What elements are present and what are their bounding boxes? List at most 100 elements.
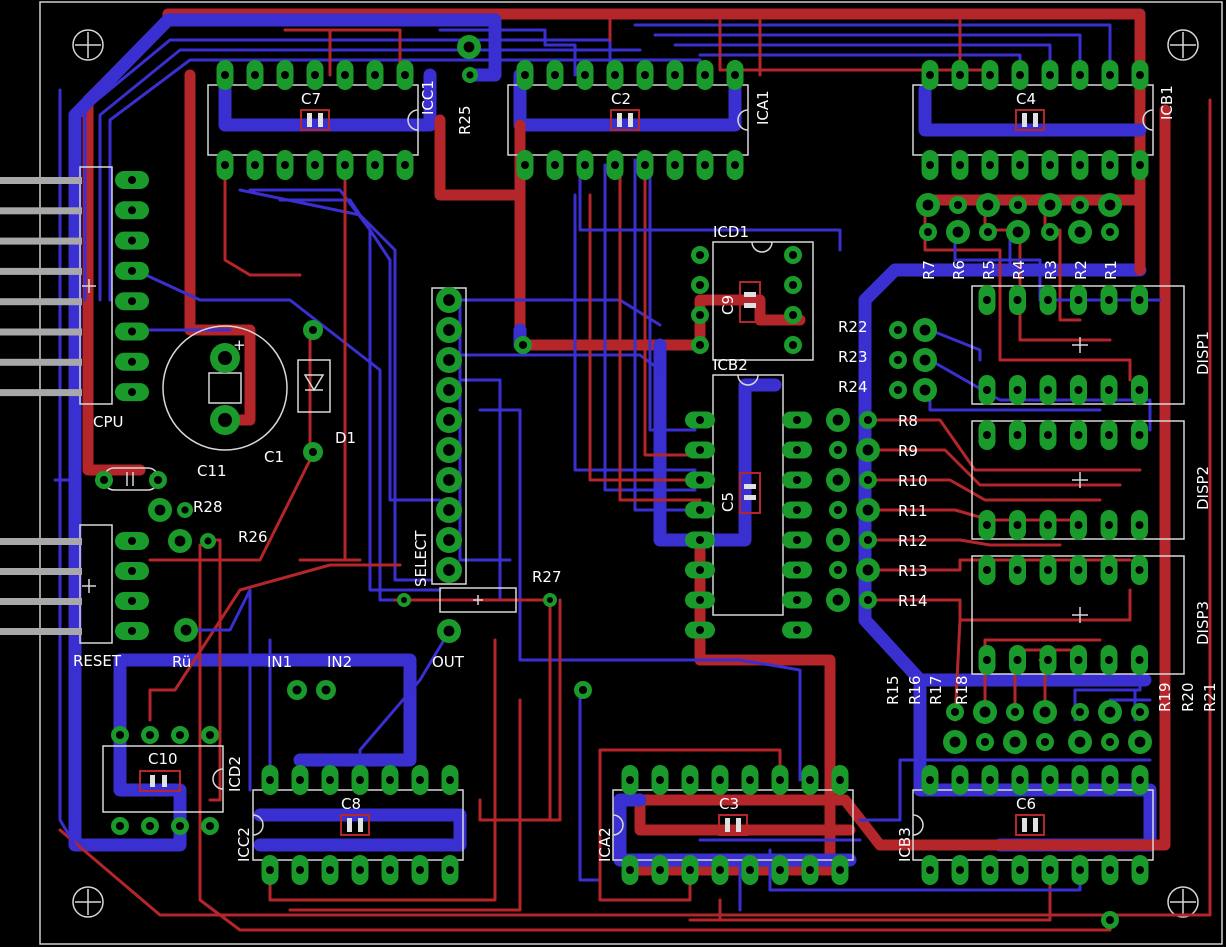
display-pin: [1070, 510, 1087, 540]
icb3-label: ICB3: [896, 827, 914, 862]
select-pin: [436, 407, 462, 433]
c9-label: C9: [719, 295, 737, 315]
display-pin: [1131, 645, 1148, 675]
ic-pin: [516, 150, 534, 180]
out-label: OUT: [432, 653, 465, 671]
display-pin: [1009, 285, 1026, 315]
ic-pin: [696, 60, 714, 90]
r9-label: R9: [898, 442, 918, 460]
ic-pin: [782, 411, 812, 429]
resistor-pad-r1: [1098, 193, 1122, 217]
cpu-pin: [115, 352, 149, 371]
capacitor-small: [95, 467, 167, 491]
ic-pin: [782, 441, 812, 459]
r15-label: R15: [884, 675, 902, 705]
ic-pin: [441, 855, 459, 885]
ru-pad: [174, 618, 198, 642]
c2-label: C2: [611, 90, 631, 108]
display-pin: [1039, 645, 1057, 675]
ic-pin: [666, 150, 684, 180]
display-pin: [1009, 420, 1026, 450]
ic-pin: [546, 60, 564, 90]
resistor-pad-r16: [1003, 730, 1027, 754]
display-pin: [1100, 285, 1118, 315]
ic-pin: [784, 276, 802, 294]
icd1-label: ICD1: [713, 223, 749, 241]
ic-pin: [685, 561, 715, 579]
resistor-pad-r26: [168, 529, 192, 553]
ic-pin: [1011, 855, 1029, 885]
ic-pin: [171, 817, 189, 835]
display-pin: [1009, 510, 1026, 540]
ic-icb3: ICB3 C6: [896, 765, 1154, 885]
ic-pin: [784, 246, 802, 264]
display-pin: [1100, 645, 1118, 675]
r20-label: R20: [1179, 682, 1197, 712]
resistor-pad-r2: [1068, 220, 1092, 244]
r18-label: R18: [953, 675, 971, 705]
cpu-pin: [115, 322, 149, 341]
ic-pin: [1101, 150, 1119, 180]
resistor-pad-r2: [1071, 196, 1089, 214]
ic-pin: [921, 150, 939, 180]
ic-pin: [784, 336, 802, 354]
display-pin: [1039, 375, 1057, 405]
ic-pin: [216, 150, 234, 180]
select-pin: [436, 527, 462, 553]
r3-label: R3: [1042, 260, 1060, 280]
ic-pin: [685, 441, 715, 459]
c4-label: C4: [1016, 90, 1036, 108]
display-pin: [1039, 510, 1057, 540]
ic-pin: [685, 591, 715, 609]
ic-pin: [711, 765, 729, 795]
ic-pin: [321, 855, 339, 885]
select-pin: [436, 347, 462, 373]
ic-pin: [981, 855, 999, 885]
ic-pin: [1041, 765, 1059, 795]
diode-d1: D1 C1: [264, 320, 356, 466]
icc2-label: ICC2: [235, 827, 253, 862]
ic-pin: [336, 150, 354, 180]
ic-pin: [366, 60, 384, 90]
cpu-pins: [0, 171, 149, 402]
display-pin: [978, 510, 996, 540]
resistor-pad-r3: [1038, 193, 1062, 217]
resistor-pad-r20: [1101, 733, 1119, 751]
resistor-pad-r7: [916, 193, 940, 217]
ic-pin: [782, 591, 812, 609]
ic-pin: [246, 150, 264, 180]
c1-label: C1: [264, 448, 284, 466]
ic-pin: [951, 855, 969, 885]
resistor-pad-r26: [200, 533, 216, 549]
resistor-pad-r3: [1041, 223, 1059, 241]
in2-pad: [316, 680, 336, 700]
c3-label: C3: [719, 795, 739, 813]
resistor-pad-r18: [946, 703, 964, 721]
resistor-pad-r24: [889, 381, 907, 399]
ic-pin: [921, 60, 939, 90]
r11-label: R11: [898, 502, 928, 520]
reset-header: RESET: [0, 524, 149, 670]
display-pin: [1070, 555, 1087, 585]
cpu-pin: [115, 383, 149, 402]
via: [514, 336, 532, 354]
capacitor-c3: C3: [718, 795, 748, 836]
resistor-pad-r16: [1006, 703, 1024, 721]
capacitor-c6: C6: [1015, 795, 1045, 836]
r4-label: R4: [1010, 260, 1028, 280]
ic-pin: [1101, 765, 1119, 795]
ic-pin: [782, 471, 812, 489]
ic-pin: [711, 855, 729, 885]
signal-traces: [53, 18, 1212, 932]
ic-pin: [621, 765, 639, 795]
ic-pin: [576, 150, 594, 180]
cpu-pin: [115, 292, 149, 311]
ic-pin: [1041, 150, 1059, 180]
c5-label: C5: [719, 492, 737, 512]
ic-pin: [651, 765, 669, 795]
icb1-label: ICB1: [1158, 85, 1176, 120]
resistor-pad-r11: [829, 501, 847, 519]
ru-label: Rü: [172, 653, 191, 671]
ic-pin: [1071, 765, 1089, 795]
reset-pin: [115, 532, 149, 550]
